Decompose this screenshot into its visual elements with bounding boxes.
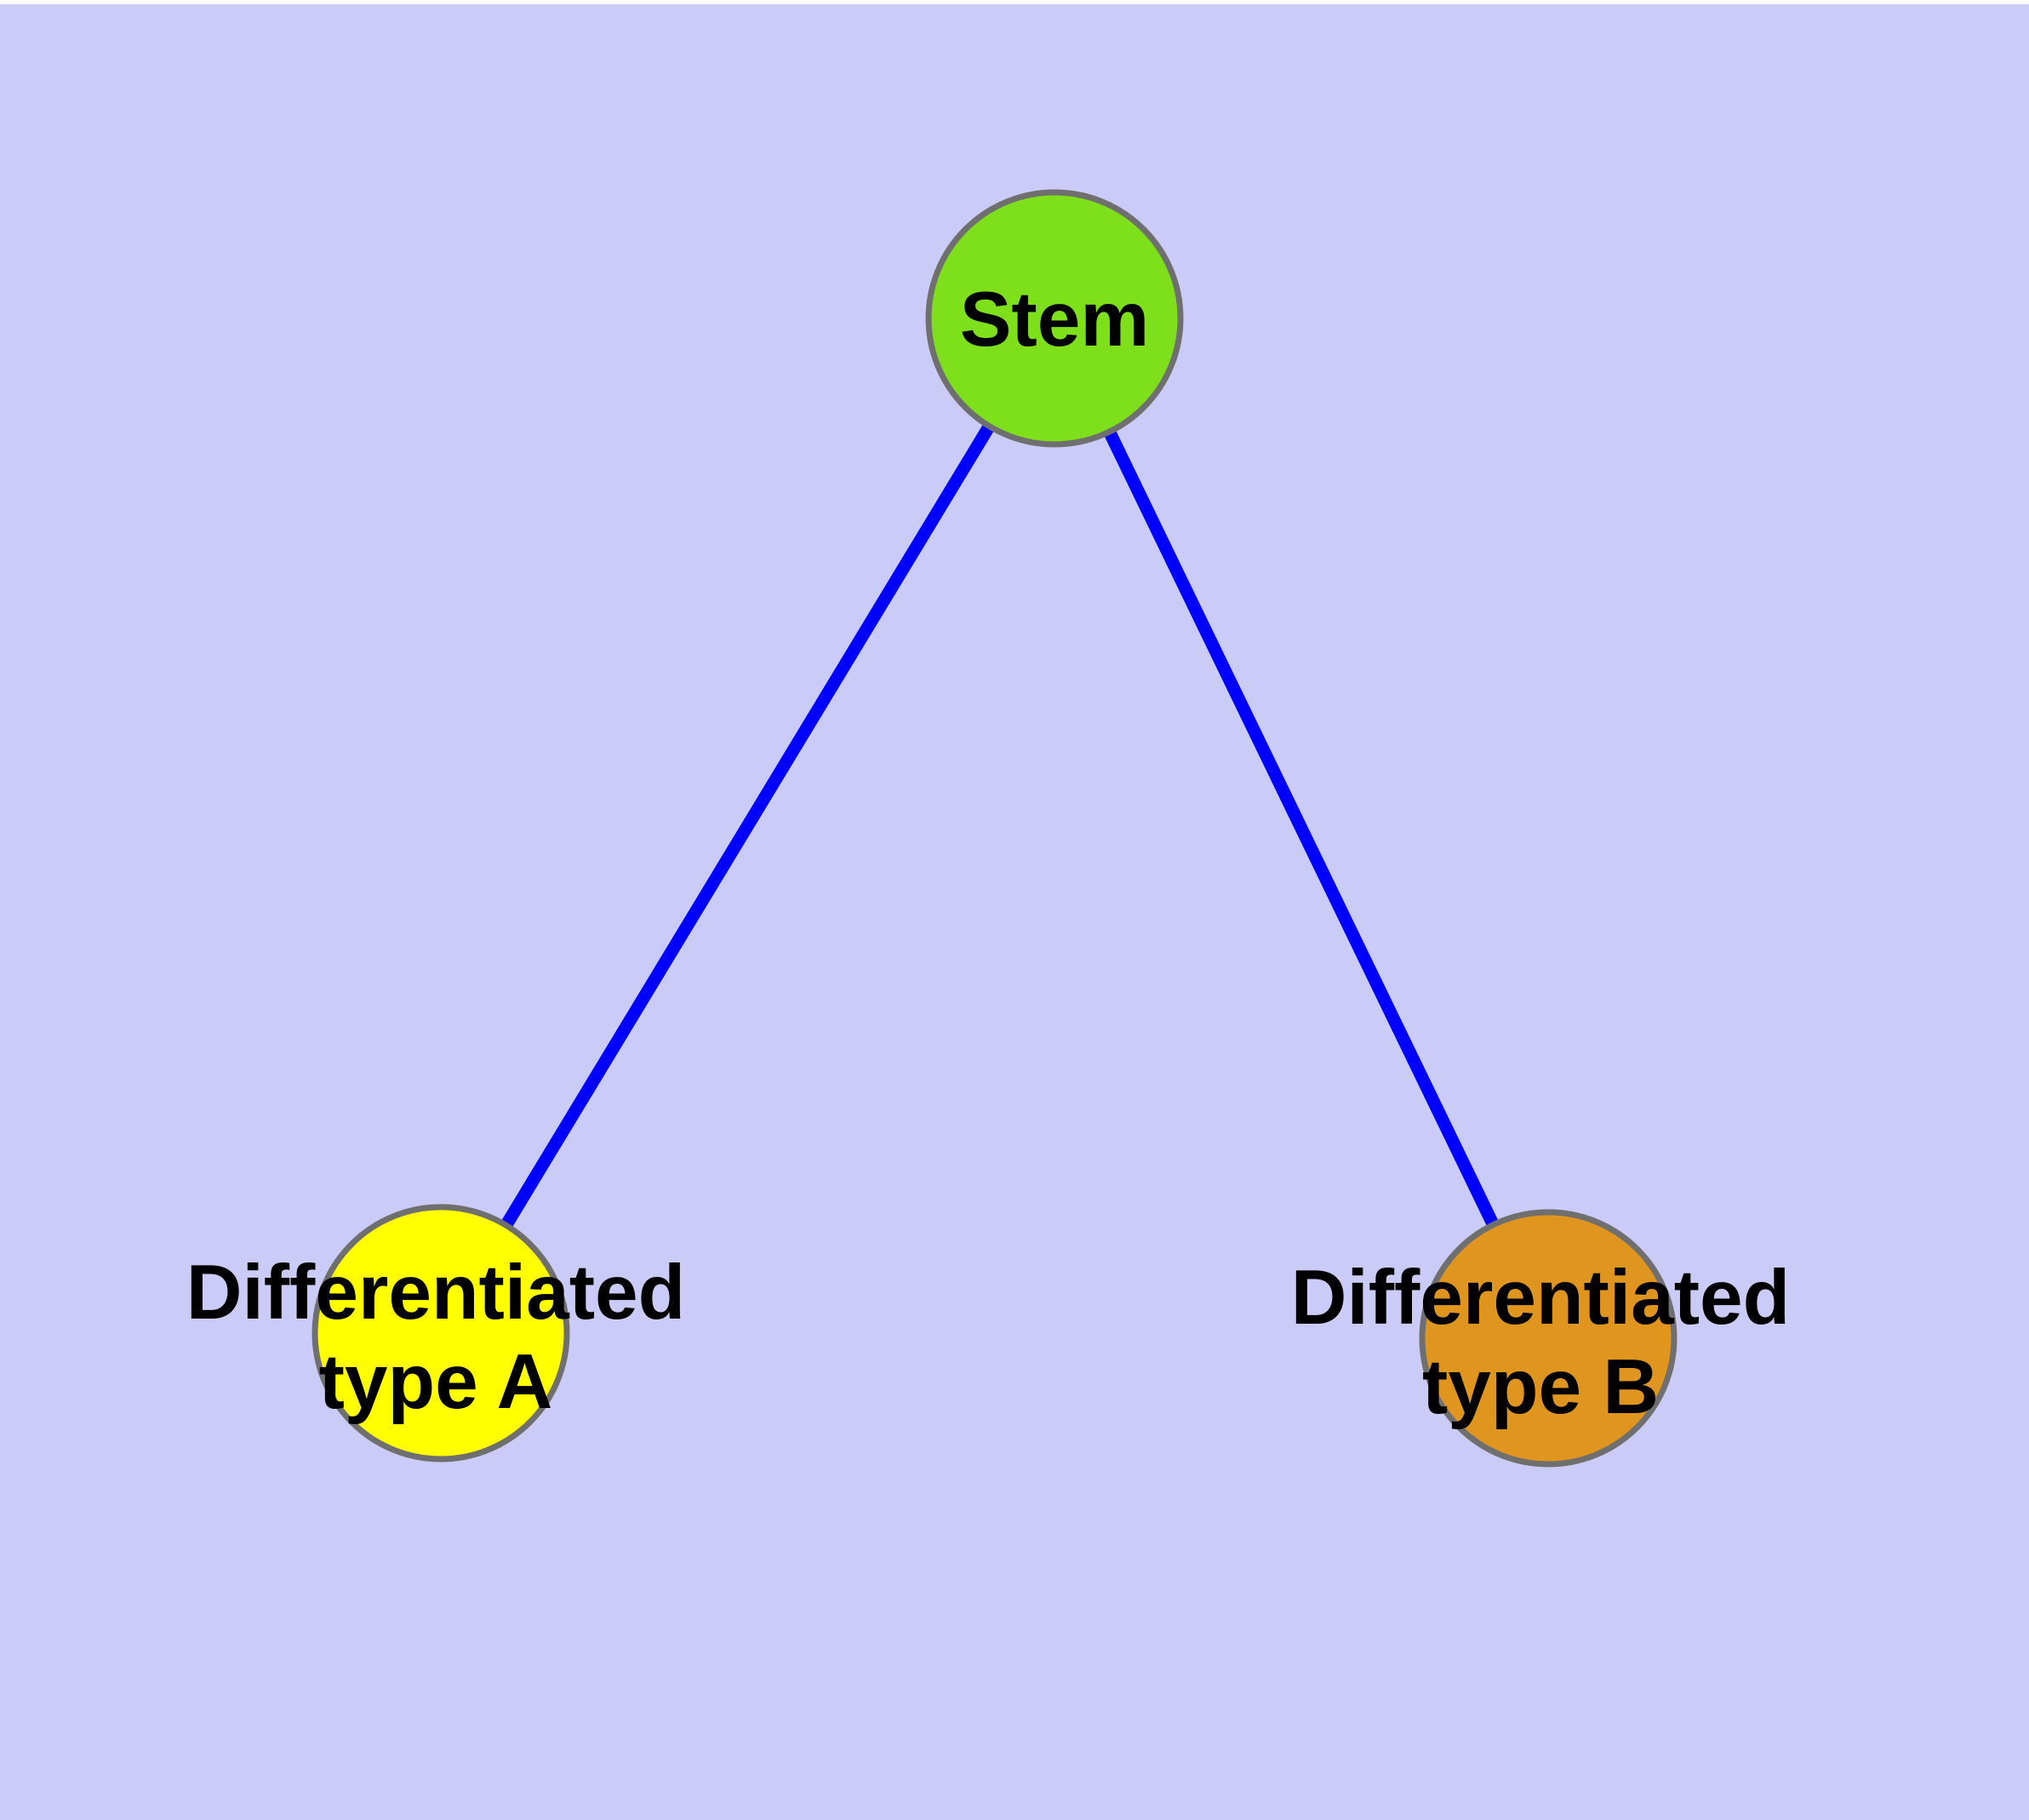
node-differentiated-type-a-circle (311, 1204, 570, 1462)
node-differentiated-type-b-label-line1: Differentiated (1291, 1255, 1791, 1341)
node-differentiated-type-b-label-line2: type B (1422, 1344, 1659, 1430)
node-stem-label: Stem (960, 277, 1150, 363)
edge-stem-to-type-b (1049, 315, 1554, 1342)
node-differentiated-type-a-label-line1: Differentiated (186, 1250, 686, 1336)
edge-stem-to-type-a (435, 315, 1060, 1336)
node-differentiated-type-a-label-line2: type A (319, 1339, 553, 1425)
node-differentiated-type-b-circle (1419, 1209, 1677, 1468)
node-stem-circle (925, 189, 1184, 448)
